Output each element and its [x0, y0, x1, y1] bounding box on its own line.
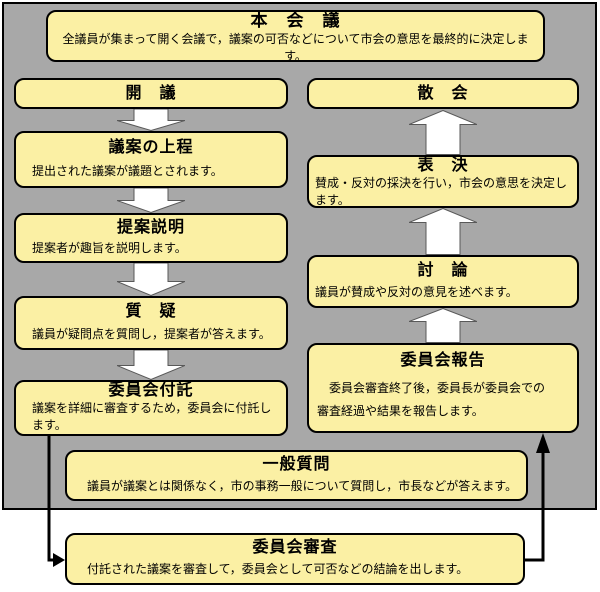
down-arrow-icon	[117, 188, 185, 213]
box-proposal-explanation-title: 提案説明	[116, 218, 185, 236]
box-vote-desc: 賛成・反対の採決を行い，市会の意思を決定します。	[315, 175, 568, 207]
box-proposal-explanation-desc: 提案者が趣旨を説明します。	[32, 240, 187, 255]
box-opening-title: 開 議	[125, 84, 177, 102]
box-committee-report: 委員会報告 委員会審査終了後，委員長が委員会での 審査経過や結果を報告します。	[307, 343, 579, 433]
box-debate-title: 討 論	[417, 261, 469, 279]
box-committee-review-title: 委員会審査	[252, 539, 338, 557]
box-committee-referral-desc: 議案を詳細に審査するため，委員会に付託します。	[32, 400, 272, 432]
box-bill-introduction-desc: 提出された議案が議題とされます。	[32, 163, 223, 178]
box-questions-title: 質 疑	[125, 303, 177, 320]
box-plenary-session: 本 会 議 全議員が集まって開く会議で，議案の可否などについて市会の意思を最終的…	[46, 10, 545, 63]
box-vote-title: 表 決	[417, 157, 469, 174]
down-arrow-icon	[117, 350, 185, 380]
down-arrow-icon	[117, 263, 185, 296]
box-adjournment-title: 散 会	[417, 84, 469, 102]
box-committee-report-desc: 委員会審査終了後，委員長が委員会での 審査経過や結果を報告します。	[317, 381, 546, 419]
box-general-questions: 一般質問 議員が議案とは関係なく，市の事務一般について質問し，市長などが答えます…	[65, 450, 528, 501]
box-committee-review-desc: 付託された議案を審査して，委員会として可否などの結論を出します。	[87, 562, 469, 577]
up-arrow-icon	[409, 208, 477, 255]
box-proposal-explanation: 提案説明 提案者が趣旨を説明します。	[14, 213, 288, 263]
box-questions-desc: 議員が疑問点を質問し，提案者が答えます。	[32, 326, 271, 341]
box-opening: 開 議	[14, 78, 288, 109]
box-general-questions-title: 一般質問	[262, 456, 331, 473]
box-plenary-session-desc: 全議員が集まって開く会議で，議案の可否などについて市会の意思を最終的に決定します…	[62, 31, 529, 64]
box-debate-desc: 議員が賛成や反対の意見を述べます。	[315, 284, 518, 299]
box-committee-referral: 委員会付託 議案を詳細に審査するため，委員会に付託します。	[14, 380, 288, 436]
box-plenary-session-title: 本 会 議	[250, 11, 341, 30]
box-bill-introduction-title: 議案の上程	[108, 139, 194, 156]
right-arrowhead-icon	[53, 553, 65, 567]
up-arrow-icon	[409, 110, 477, 155]
box-bill-introduction: 議案の上程 提出された議案が議題とされます。	[14, 131, 288, 188]
box-vote: 表 決 賛成・反対の採決を行い，市会の意思を決定します。	[307, 155, 579, 208]
up-arrow-icon	[409, 308, 477, 343]
box-questions: 質 疑 議員が疑問点を質問し，提案者が答えます。	[14, 296, 288, 350]
box-committee-referral-title: 委員会付託	[108, 382, 194, 399]
box-committee-report-title: 委員会報告	[400, 352, 486, 370]
box-committee-review: 委員会審査 付託された議案を審査して，委員会として可否などの結論を出します。	[65, 533, 525, 585]
box-adjournment: 散 会	[307, 78, 579, 109]
down-arrow-icon	[117, 109, 185, 131]
box-general-questions-desc: 議員が議案とは関係なく，市の事務一般について質問し，市長などが答えます。	[87, 478, 518, 493]
box-debate: 討 論 議員が賛成や反対の意見を述べます。	[307, 255, 579, 308]
